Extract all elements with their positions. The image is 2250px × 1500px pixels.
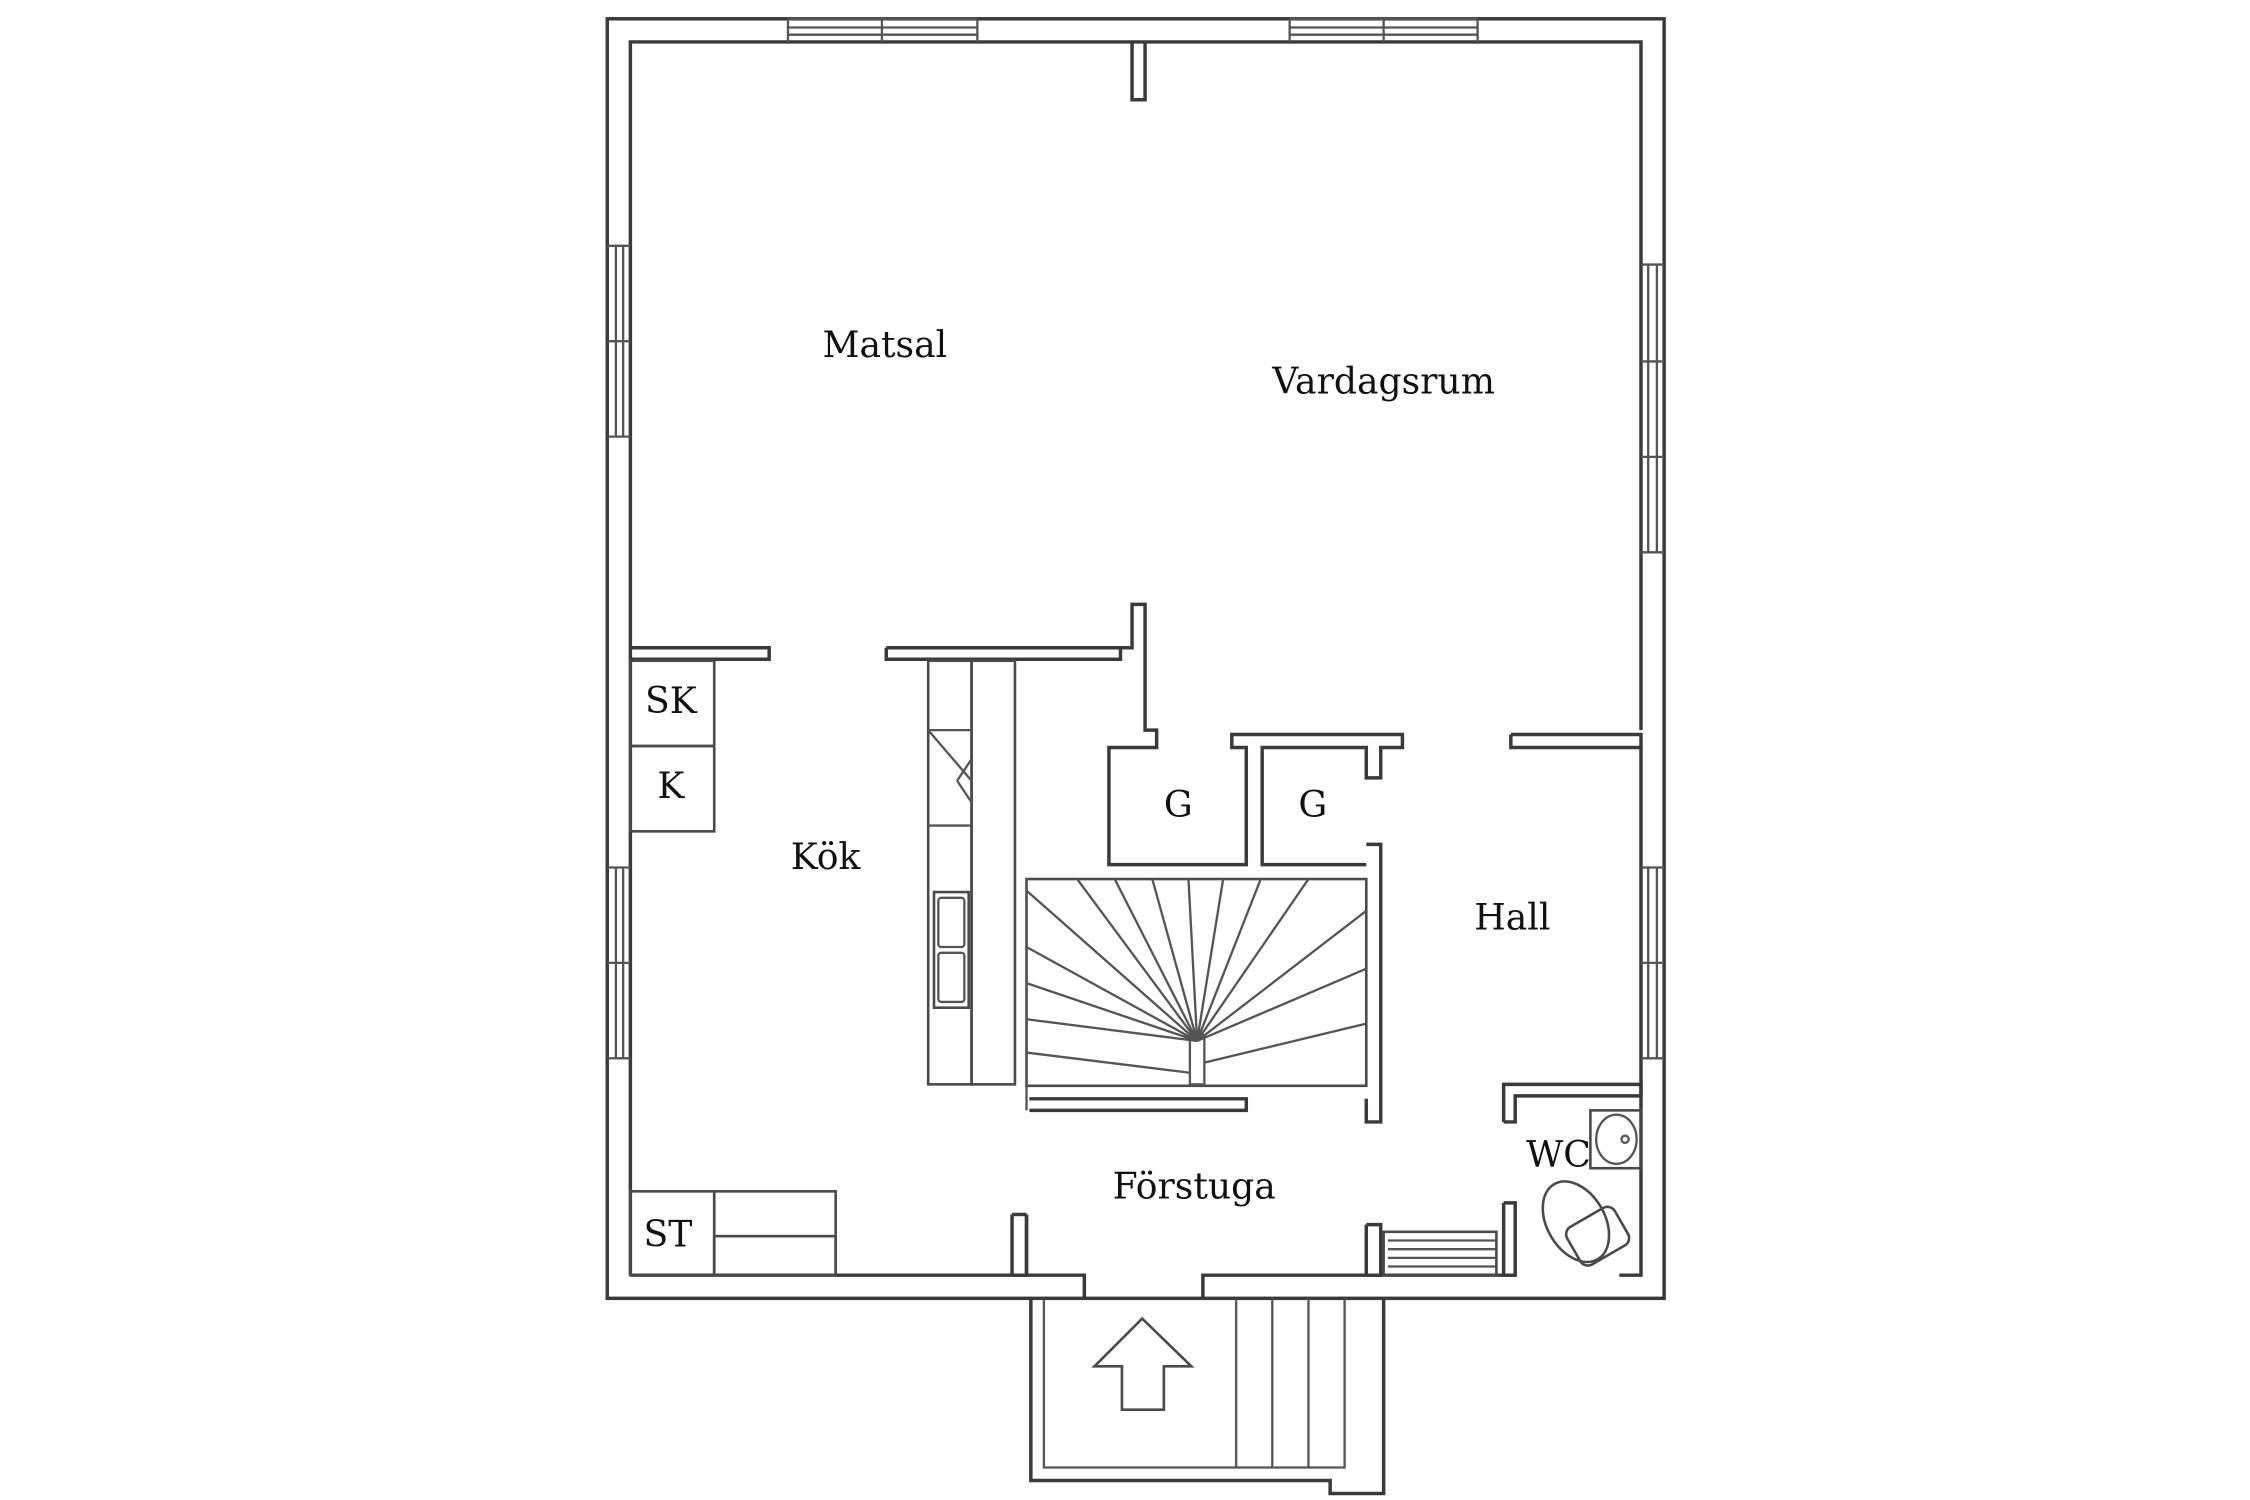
window-right-upper [1640, 263, 1665, 554]
room-label-vardagsrum: Vardagsrum [1271, 359, 1495, 402]
winding-staircase-icon [1025, 877, 1368, 1111]
room-label-k: K [657, 764, 685, 807]
window-top-right [1288, 17, 1479, 42]
entrance-porch [1029, 1298, 1386, 1496]
room-label-matsal: Matsal [822, 323, 947, 366]
kitchen-sink-icon [932, 890, 970, 1010]
window-right-lower [1640, 866, 1665, 1060]
interior-walls [630, 41, 1643, 1299]
room-label-wc: WC [1526, 1133, 1591, 1176]
room-label-kok: Kök [791, 835, 862, 878]
wash-basin-icon [1589, 1109, 1643, 1170]
room-label-st: ST [644, 1212, 693, 1255]
room-label-forstuga: Förstuga [1113, 1165, 1276, 1208]
windows [607, 17, 1665, 1060]
storage-cabinets [629, 659, 716, 833]
st-unit [629, 1190, 837, 1277]
floor-grille [1382, 1230, 1498, 1277]
room-label-hall: Hall [1474, 896, 1550, 939]
window-top-left [786, 17, 979, 42]
room-label-g1: G [1164, 783, 1193, 826]
room-label-g2: G [1298, 783, 1327, 826]
kitchen-counter [926, 659, 1017, 1086]
room-label-sk: SK [645, 679, 698, 722]
toilet-icon [1541, 1180, 1631, 1267]
window-left-upper [607, 244, 631, 438]
arrow-up-icon [1091, 1316, 1195, 1411]
window-left-lower [607, 866, 631, 1060]
room-labels: Matsal Vardagsrum SK K Kök G G Hall WC F… [644, 323, 1591, 1255]
